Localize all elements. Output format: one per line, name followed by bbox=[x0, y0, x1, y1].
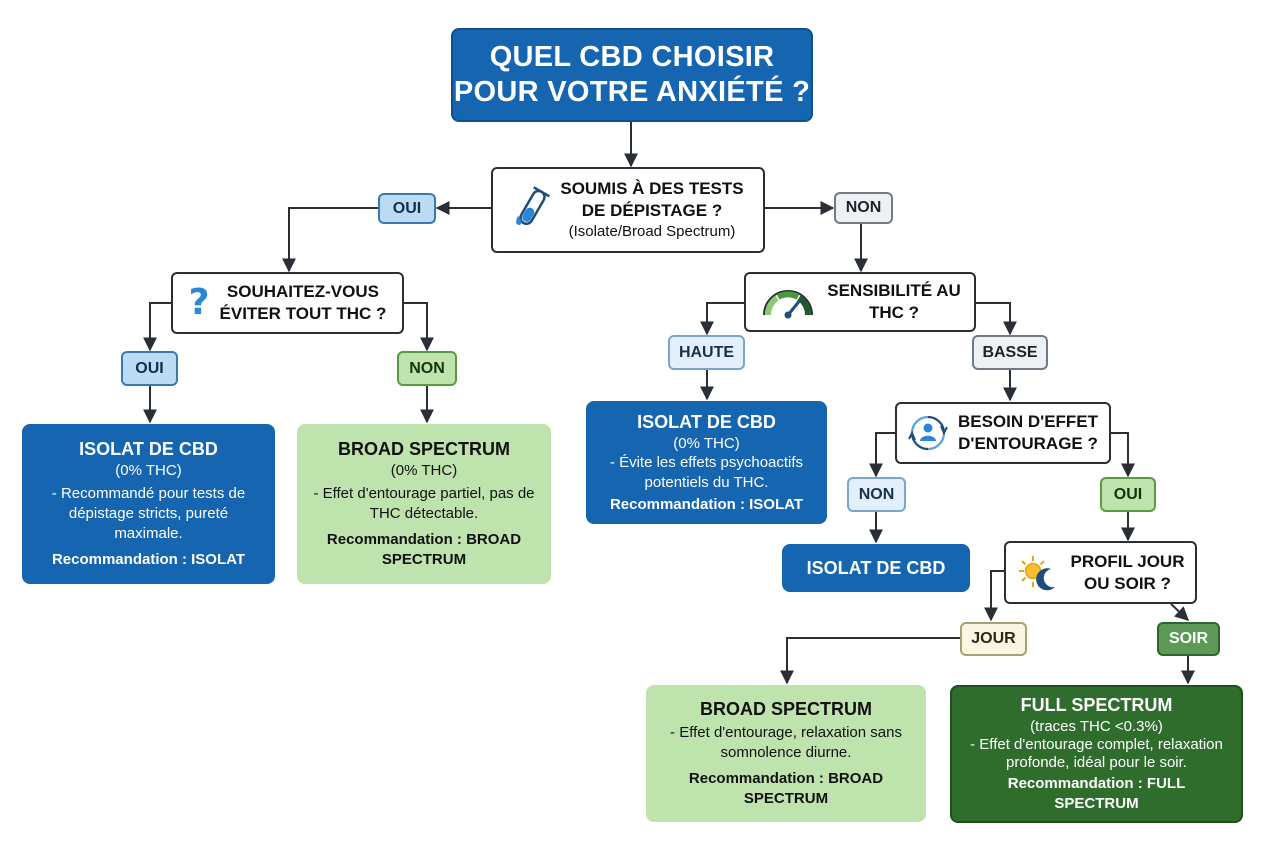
arrow-jour-to-broad bbox=[780, 637, 960, 685]
question-avoid-thc-line1: SOUHAITEZ-VOUS bbox=[226, 282, 379, 301]
main-title-line1: QUEL CBD CHOISIR bbox=[489, 41, 775, 73]
result-broad-jour-desc: - Effet d'entourage, relaxation sans som… bbox=[670, 724, 902, 761]
arrow-profil-to-soir bbox=[1170, 603, 1190, 621]
result-full-soir-reco: Recommandation : FULL SPECTRUM bbox=[1007, 775, 1186, 812]
result-full-soir-title: FULL SPECTRUM bbox=[1020, 695, 1173, 715]
arrow-entourage-to-oui bbox=[1111, 432, 1135, 478]
label-basse: BASSE bbox=[972, 335, 1048, 370]
arrow-thc-to-non bbox=[404, 302, 434, 352]
label-non-avoid: NON bbox=[397, 351, 457, 386]
label-oui-avoid: OUI bbox=[121, 351, 178, 386]
result-isolat-sensitivity-desc: - Évite les effets psychoactifs potentie… bbox=[609, 453, 804, 491]
arrow-sens-to-basse bbox=[976, 302, 1017, 336]
result-broad-tests-title: BROAD SPECTRUM bbox=[337, 439, 510, 459]
arrow-thc-to-oui bbox=[143, 302, 172, 352]
arrow-sens-to-haute bbox=[700, 302, 745, 336]
result-broad-tests: BROAD SPECTRUM (0% THC) - Effet d'entour… bbox=[297, 424, 551, 584]
question-tests: SOUMIS À DES TESTS DE DÉPISTAGE ? (Isola… bbox=[491, 167, 765, 253]
label-soir: SOIR bbox=[1157, 622, 1220, 656]
result-isolat-tests: ISOLAT DE CBD (0% THC) - Recommandé pour… bbox=[22, 424, 275, 584]
question-sensitivity: SENSIBILITÉ AU THC ? bbox=[744, 272, 976, 332]
cycle-person-icon bbox=[908, 413, 948, 453]
question-tests-sub: (Isolate/Broad Spectrum) bbox=[568, 223, 736, 240]
sun-moon-icon bbox=[1017, 553, 1061, 593]
question-avoid-thc-line2: ÉVITER TOUT THC ? bbox=[219, 304, 387, 323]
result-isolat-simple: ISOLAT DE CBD bbox=[782, 544, 970, 592]
label-oui-entourage: OUI bbox=[1100, 477, 1156, 512]
result-isolat-tests-sub: (0% THC) bbox=[115, 462, 182, 479]
label-jour: JOUR bbox=[960, 622, 1027, 656]
label-non-entourage: NON bbox=[847, 477, 906, 512]
result-full-soir-desc: - Effet d'entourage complet, relaxation … bbox=[970, 736, 1223, 771]
gauge-icon bbox=[759, 285, 817, 319]
result-isolat-tests-title: ISOLAT DE CBD bbox=[79, 439, 218, 459]
arrow-oui-to-thc bbox=[282, 207, 378, 273]
question-sensitivity-line2: THC ? bbox=[868, 303, 920, 322]
question-sensitivity-line1: SENSIBILITÉ AU bbox=[827, 281, 961, 300]
question-mark-icon: ? bbox=[188, 282, 210, 323]
result-isolat-sensitivity-reco: Recommandation : ISOLAT bbox=[609, 495, 804, 513]
result-isolat-sensitivity-title: ISOLAT DE CBD bbox=[637, 411, 776, 432]
question-profil: PROFIL JOUR OU SOIR ? bbox=[1004, 541, 1197, 604]
label-non-tests: NON bbox=[834, 192, 893, 224]
arrow-profil-to-jour bbox=[984, 570, 1005, 622]
result-broad-jour-reco: Recommandation : BROAD SPECTRUM bbox=[688, 770, 884, 807]
result-isolat-simple-title: ISOLAT DE CBD bbox=[806, 557, 946, 578]
result-broad-tests-desc: - Effet d'entourage partiel, pas de THC … bbox=[313, 485, 535, 522]
question-profil-line2: OU SOIR ? bbox=[1084, 573, 1171, 593]
result-isolat-tests-desc: - Recommandé pour tests de dépistage str… bbox=[51, 485, 246, 542]
main-title: QUEL CBD CHOISIR POUR VOTRE ANXIÉTÉ ? bbox=[451, 28, 813, 122]
result-broad-jour: BROAD SPECTRUM - Effet d'entourage, rela… bbox=[646, 685, 926, 822]
test-tube-icon bbox=[512, 186, 551, 234]
result-isolat-sensitivity-sub: (0% THC) bbox=[673, 434, 740, 452]
result-broad-tests-sub: (0% THC) bbox=[390, 462, 458, 479]
result-broad-tests-reco: Recommandation : BROAD SPECTRUM bbox=[326, 531, 522, 568]
arrow-entourage-to-non bbox=[869, 432, 896, 478]
label-oui-tests: OUI bbox=[378, 193, 436, 224]
result-broad-jour-title: BROAD SPECTRUM bbox=[699, 699, 872, 719]
question-entourage: BESOIN D'EFFET D'ENTOURAGE ? bbox=[895, 402, 1111, 464]
question-tests-line2: DE DÉPISTAGE ? bbox=[581, 201, 723, 220]
question-avoid-thc: ? SOUHAITEZ-VOUS ÉVITER TOUT THC ? bbox=[171, 272, 404, 334]
label-haute: HAUTE bbox=[668, 335, 745, 370]
result-full-soir: FULL SPECTRUM (traces THC <0.3%) - Effet… bbox=[950, 685, 1243, 823]
result-full-soir-sub: (traces THC <0.3%) bbox=[1030, 718, 1163, 735]
question-tests-line1: SOUMIS À DES TESTS bbox=[560, 179, 744, 198]
main-title-line2: POUR VOTRE ANXIÉTÉ ? bbox=[453, 76, 811, 108]
question-profil-line1: PROFIL JOUR bbox=[1070, 551, 1185, 571]
result-isolat-sensitivity: ISOLAT DE CBD (0% THC) - Évite les effet… bbox=[586, 401, 827, 524]
question-entourage-line2: D'ENTOURAGE ? bbox=[958, 434, 1098, 453]
result-isolat-tests-reco: Recommandation : ISOLAT bbox=[51, 551, 246, 568]
question-entourage-line1: BESOIN D'EFFET bbox=[957, 412, 1099, 431]
